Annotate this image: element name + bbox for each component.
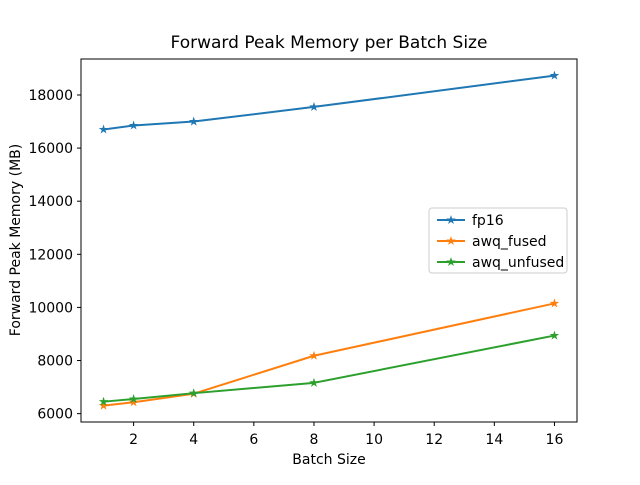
series-lines bbox=[98, 70, 560, 410]
series-line-awq_unfused bbox=[103, 334, 555, 403]
x-tick-label: 10 bbox=[365, 432, 383, 448]
y-tick-label: 14000 bbox=[28, 194, 73, 210]
x-tick-label: 12 bbox=[425, 432, 443, 448]
data-point-fp16-batch-8 bbox=[309, 101, 319, 111]
data-point-fp16-batch-1 bbox=[98, 124, 109, 134]
y-tick-label: 12000 bbox=[28, 247, 73, 263]
x-axis-label: Batch Size bbox=[292, 452, 365, 468]
legend: fp16 awq_fused awq_unfused bbox=[428, 207, 568, 274]
y-axis-label: Forward Peak Memory (MB) bbox=[8, 144, 24, 336]
x-tick-label: 8 bbox=[310, 432, 319, 448]
data-point-fp16-batch-2 bbox=[128, 120, 139, 130]
data-point-awq_fused-batch-2 bbox=[128, 397, 139, 407]
data-point-awq_unfused-batch-8 bbox=[309, 377, 319, 387]
x-tick-label: 16 bbox=[546, 432, 564, 448]
data-point-awq_fused-batch-16 bbox=[549, 298, 560, 308]
legend-marker-fp16 bbox=[446, 215, 456, 225]
x-ticks: 2 4 6 8 10 12 14 16 bbox=[129, 422, 563, 448]
chart-title: Forward Peak Memory per Batch Size bbox=[171, 33, 488, 53]
series-line-awq_fused bbox=[103, 302, 555, 407]
data-point-awq_unfused-batch-2 bbox=[128, 394, 139, 404]
y-tick-label: 10000 bbox=[28, 300, 73, 316]
data-point-awq_unfused-batch-16 bbox=[549, 330, 560, 340]
legend-label-awq_unfused: awq_unfused bbox=[472, 255, 564, 271]
legend-marker-awq_fused bbox=[446, 236, 456, 246]
data-point-awq_fused-batch-1 bbox=[98, 400, 109, 410]
data-point-awq_unfused-batch-4 bbox=[188, 388, 199, 398]
x-tick-label: 14 bbox=[485, 432, 503, 448]
legend-box bbox=[428, 207, 568, 274]
data-point-fp16-batch-16 bbox=[549, 70, 560, 80]
y-tick-label: 8000 bbox=[37, 354, 73, 370]
legend-marker-awq_unfused bbox=[446, 257, 456, 267]
data-point-awq_unfused-batch-1 bbox=[98, 396, 109, 406]
x-tick-label: 4 bbox=[189, 432, 198, 448]
x-tick-label: 2 bbox=[129, 432, 138, 448]
y-tick-label: 18000 bbox=[28, 88, 73, 104]
y-tick-label: 6000 bbox=[37, 407, 73, 423]
plot-frame bbox=[80, 58, 578, 423]
x-tick-label: 6 bbox=[249, 432, 258, 448]
series-line-fp16 bbox=[103, 74, 555, 131]
y-ticks: 6000 8000 10000 12000 14000 16000 18000 bbox=[28, 88, 81, 423]
legend-label-awq_fused: awq_fused bbox=[472, 234, 547, 250]
data-point-fp16-batch-4 bbox=[188, 116, 199, 126]
legend-label-fp16: fp16 bbox=[472, 213, 504, 229]
y-tick-label: 16000 bbox=[28, 141, 73, 157]
data-point-awq_fused-batch-8 bbox=[309, 350, 319, 360]
